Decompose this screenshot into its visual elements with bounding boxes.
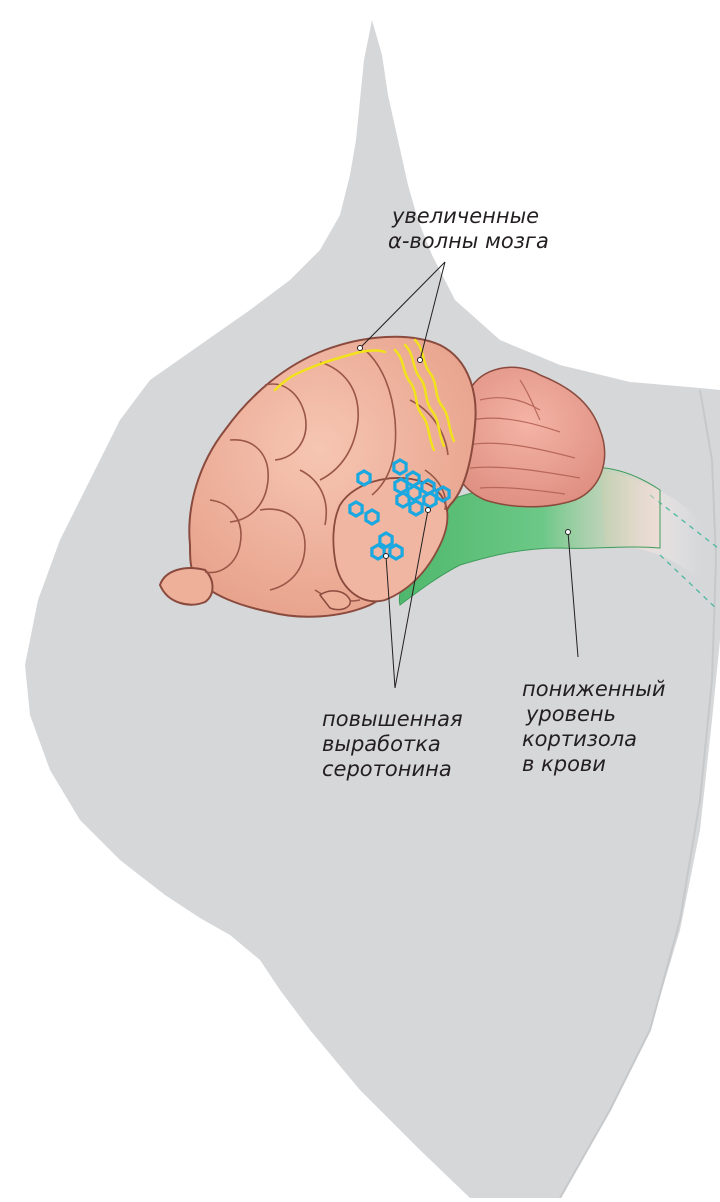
label-cortisol-line1: пониженный (522, 677, 665, 702)
label-serotonin-line3: серотонина (322, 757, 463, 782)
label-cortisol-line2: уровень (522, 702, 665, 727)
label-cortisol-line3: кортизола (522, 727, 665, 752)
label-serotonin-line2: выработка (322, 732, 463, 757)
cat-head-silhouette (25, 20, 720, 1198)
label-alpha-line1: увеличенные (392, 204, 549, 229)
label-cortisol-line4: в крови (522, 752, 665, 777)
label-cortisol: пониженный уровень кортизола в крови (522, 677, 665, 777)
label-serotonin: повышенная выработка серотонина (322, 707, 463, 782)
label-alpha-waves: увеличенные α-волны мозга (392, 204, 549, 254)
label-alpha-line2: α-волны мозга (388, 229, 549, 254)
label-serotonin-line1: повышенная (322, 707, 463, 732)
